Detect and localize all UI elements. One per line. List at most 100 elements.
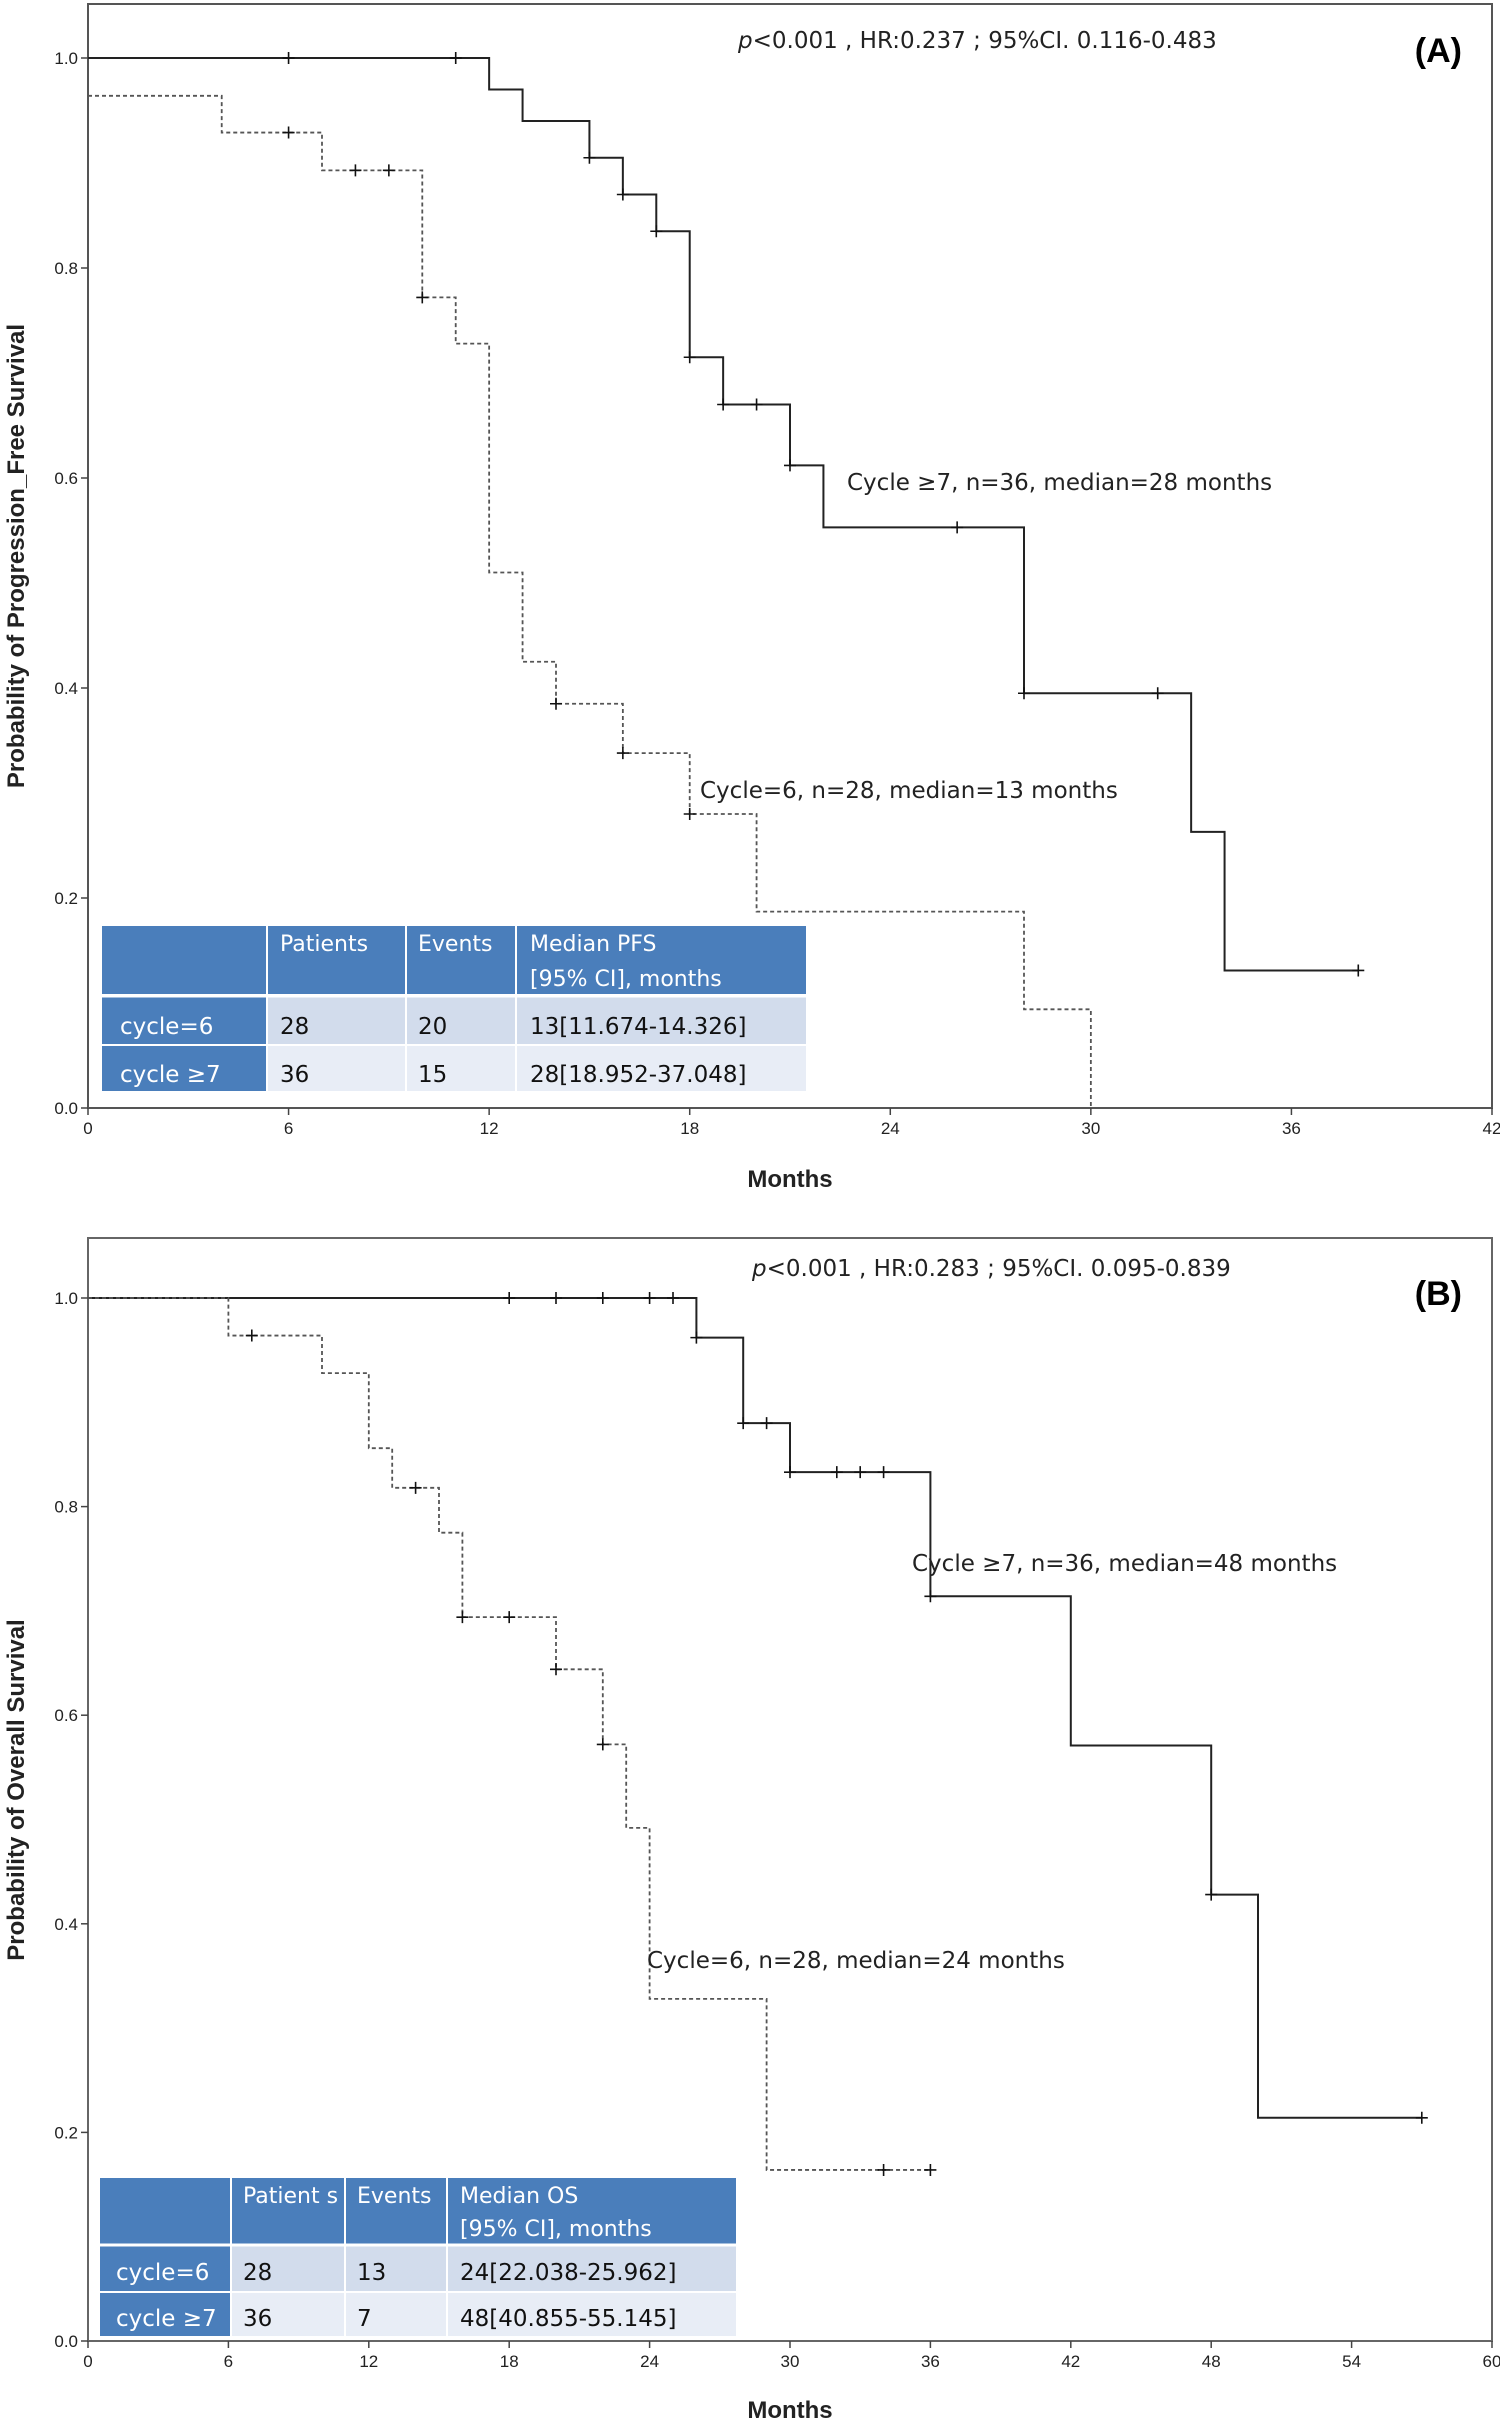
y-tick-label: 0.8 bbox=[54, 1498, 78, 1517]
censor-mark bbox=[830, 1466, 843, 1479]
table-a-row1-patients: 28 bbox=[280, 1014, 309, 1040]
table-a-row1-label: cycle=6 bbox=[120, 1014, 213, 1040]
x-tick-label: 48 bbox=[1202, 2352, 1221, 2371]
censor-mark bbox=[683, 351, 696, 364]
panel-b-ylabel: Probability of Overall Survival bbox=[3, 1619, 30, 1960]
x-tick-label: 6 bbox=[284, 1119, 293, 1138]
censor-mark bbox=[416, 291, 429, 304]
censor-mark bbox=[596, 1292, 609, 1304]
table-a-row2-events: 15 bbox=[418, 1062, 447, 1088]
panel-a-series-label-cycle6: Cycle=6, n=28, median=13 months bbox=[700, 778, 1118, 804]
y-tick-label: 0.2 bbox=[54, 889, 78, 908]
censor-mark bbox=[667, 1292, 679, 1304]
censor-mark bbox=[616, 188, 629, 201]
table-b-header-events: Events bbox=[357, 2184, 432, 2209]
table-b-row2-patients: 36 bbox=[243, 2306, 272, 2332]
table-a-row1-events: 20 bbox=[418, 1014, 447, 1040]
censor-mark bbox=[924, 1590, 937, 1603]
censor-mark bbox=[1352, 964, 1365, 977]
panel-b-series-label-cycle7: Cycle ≥7, n=36, median=48 months bbox=[912, 1551, 1337, 1577]
y-tick-label: 0.0 bbox=[54, 1099, 78, 1118]
table-a-row1-median: 13[11.674-14.326] bbox=[530, 1014, 746, 1040]
series-line-cycle6 bbox=[88, 1297, 931, 2171]
panel-b-curves bbox=[88, 1292, 1428, 2176]
panel-b: (B) p<0.001 , HR:0.283 ; 95%CI. 0.095-0.… bbox=[3, 1237, 1500, 2423]
censor-mark bbox=[717, 398, 730, 411]
censor-mark bbox=[456, 1611, 469, 1624]
censor-mark bbox=[349, 164, 362, 177]
censor-mark bbox=[550, 697, 562, 710]
table-b-row1-events: 13 bbox=[357, 2260, 386, 2286]
censor-mark bbox=[503, 1611, 516, 1624]
panel-a-plot-frame bbox=[87, 3, 1493, 1109]
x-tick-label: 0 bbox=[83, 1119, 92, 1138]
panel-a-curves bbox=[88, 52, 1365, 1108]
x-tick-label: 12 bbox=[359, 2352, 378, 2371]
censor-mark bbox=[503, 1292, 516, 1304]
panel-b-series-label-cycle6: Cycle=6, n=28, median=24 months bbox=[647, 1948, 1065, 1974]
censor-mark bbox=[382, 164, 395, 177]
panel-b-plot-frame bbox=[87, 1237, 1493, 2342]
censor-mark bbox=[643, 1292, 656, 1304]
censor-mark bbox=[924, 2163, 937, 2176]
panel-a-summary-table: Patients Events Median PFS [95% CI], mon… bbox=[102, 926, 806, 1091]
panel-b-xlabel: Months bbox=[747, 2397, 832, 2423]
censor-mark bbox=[282, 52, 295, 64]
censor-mark bbox=[282, 126, 295, 139]
table-a-header-events: Events bbox=[418, 932, 493, 957]
x-tick-label: 0 bbox=[83, 2352, 92, 2371]
x-tick-label: 6 bbox=[224, 2352, 233, 2371]
y-tick-label: 0.0 bbox=[54, 2332, 78, 2351]
x-tick-label: 36 bbox=[1282, 1119, 1301, 1138]
x-tick-label: 24 bbox=[881, 1119, 900, 1138]
censor-mark bbox=[750, 398, 763, 411]
y-tick-label: 0.4 bbox=[54, 1915, 78, 1934]
panel-b-label: (B) bbox=[1415, 1275, 1462, 1313]
panel-a-xlabel: Months bbox=[747, 1166, 832, 1193]
censor-mark bbox=[650, 225, 663, 238]
panel-a-stats: p<0.001 , HR:0.237 ; 95%CI. 0.116-0.483 bbox=[737, 28, 1217, 54]
table-a-header-patients: Patients bbox=[280, 932, 368, 957]
panel-b-summary-table: Patient s Events Median OS [95% CI], mon… bbox=[100, 2178, 736, 2336]
table-a-header-ci: [95% CI], months bbox=[530, 967, 722, 992]
y-tick-label: 0.8 bbox=[54, 259, 78, 278]
series-line-cycle6 bbox=[88, 94, 1092, 1108]
panel-a-label: (A) bbox=[1415, 32, 1462, 70]
censor-mark bbox=[737, 1417, 750, 1430]
censor-mark bbox=[1415, 2111, 1428, 2124]
x-tick-label: 12 bbox=[480, 1119, 499, 1138]
censor-mark bbox=[1018, 687, 1030, 700]
censor-mark bbox=[596, 1738, 609, 1751]
x-tick-label: 60 bbox=[1483, 2352, 1500, 2371]
table-a-header-median: Median PFS bbox=[530, 932, 657, 957]
series-line-cycle7 bbox=[88, 1297, 1422, 2119]
x-tick-label: 36 bbox=[921, 2352, 940, 2371]
censor-mark bbox=[550, 1663, 562, 1676]
censor-mark bbox=[409, 1481, 422, 1494]
table-b-row1-patients: 28 bbox=[243, 2260, 272, 2286]
table-b-header-ci: [95% CI], months bbox=[460, 2217, 652, 2242]
censor-mark bbox=[583, 151, 596, 164]
censor-mark bbox=[449, 52, 462, 64]
table-b-header-patients: Patient s bbox=[243, 2184, 338, 2209]
table-b-row2-events: 7 bbox=[357, 2306, 372, 2332]
table-a-row2-label: cycle ≥7 bbox=[120, 1062, 221, 1088]
y-tick-label: 0.6 bbox=[54, 469, 78, 488]
panel-b-stats: p<0.001 , HR:0.283 ; 95%CI. 0.095-0.839 bbox=[751, 1256, 1231, 1282]
table-b-row2-label: cycle ≥7 bbox=[116, 2306, 217, 2332]
x-tick-label: 18 bbox=[500, 2352, 519, 2371]
x-tick-label: 54 bbox=[1342, 2352, 1361, 2371]
censor-mark bbox=[951, 521, 964, 534]
panel-a: (A) p<0.001 , HR:0.237 ; 95%CI. 0.116-0.… bbox=[3, 3, 1500, 1193]
x-tick-label: 24 bbox=[640, 2352, 659, 2371]
table-a-row2-patients: 36 bbox=[280, 1062, 309, 1088]
censor-mark bbox=[1151, 687, 1164, 700]
y-tick-label: 0.2 bbox=[54, 2123, 78, 2142]
table-b-row1-label: cycle=6 bbox=[116, 2260, 209, 2286]
x-tick-label: 18 bbox=[680, 1119, 699, 1138]
censor-mark bbox=[784, 459, 796, 472]
censor-mark bbox=[616, 747, 629, 760]
